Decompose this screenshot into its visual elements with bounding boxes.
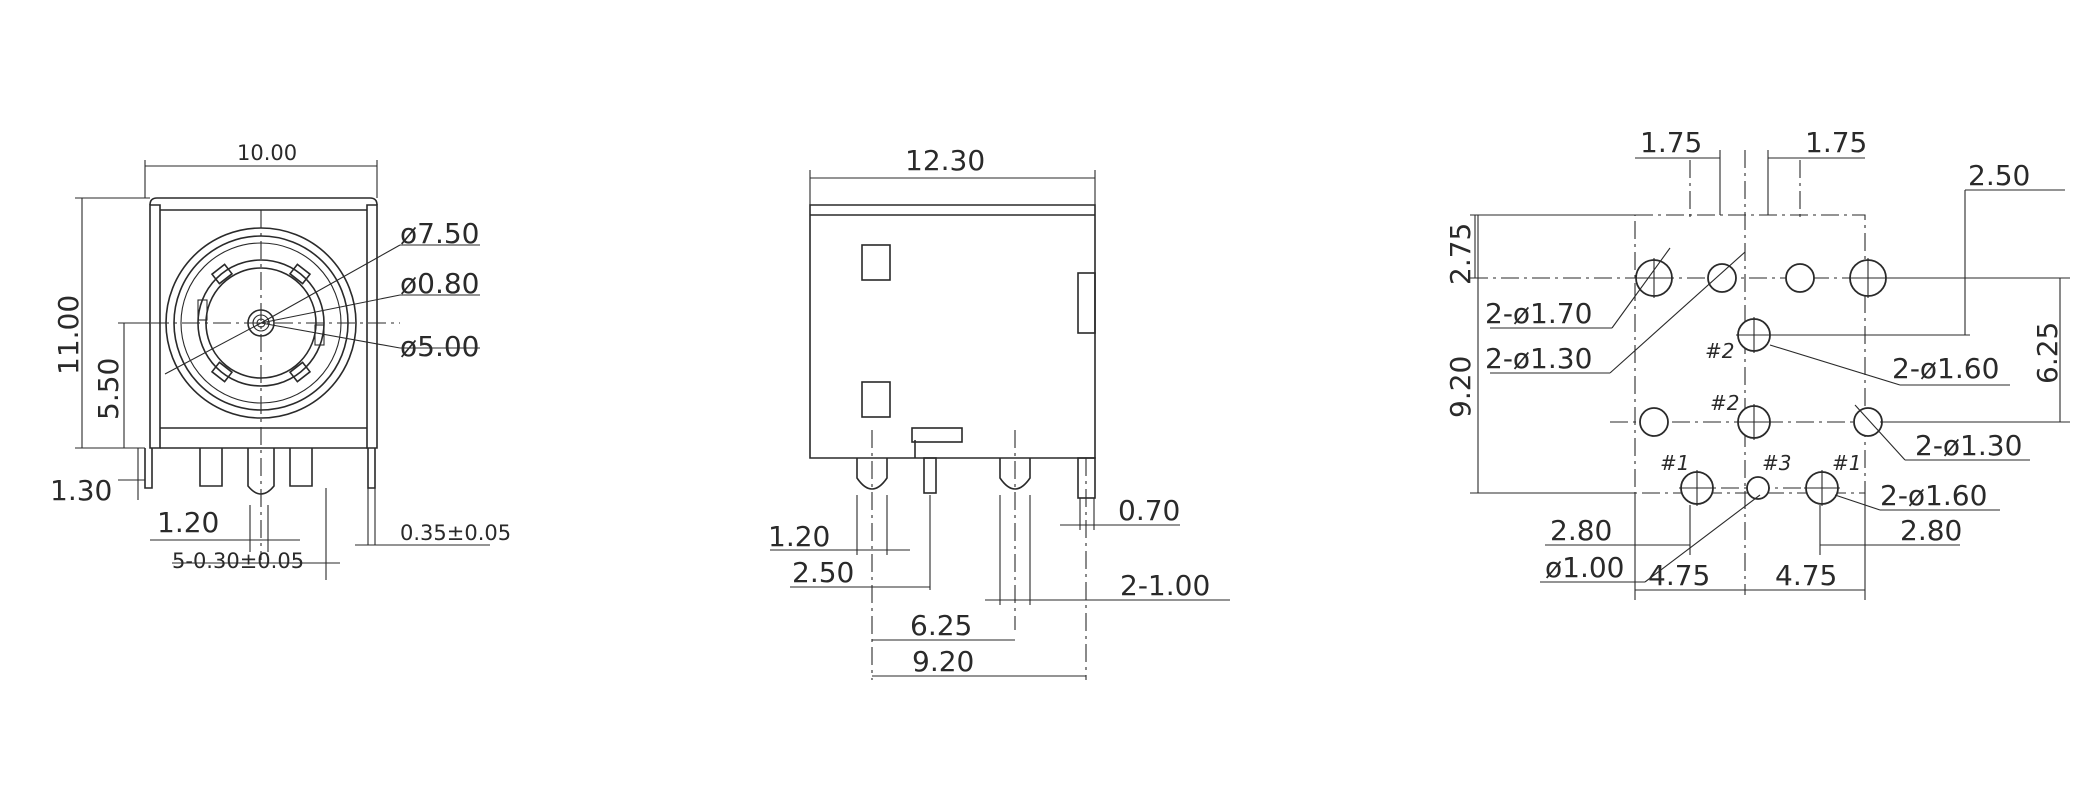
- front-pin-pitch-label: 1.20: [157, 506, 219, 539]
- side-view: 12.30 1.20 2.50 0.70 2-1.00 6.25 9.20: [768, 144, 1230, 680]
- front-pin-width-label: 5-0.30±0.05: [172, 549, 304, 573]
- side-pin-a-label: 1.20: [768, 520, 830, 553]
- fp-height-right-label: 6.25: [2031, 322, 2064, 384]
- fp-pin-2a-label: #2: [1705, 339, 1734, 363]
- side-pitch-a-label: 6.25: [910, 609, 972, 642]
- side-pin-b-label: 2.50: [792, 556, 854, 589]
- front-inner-diameter-label: ø5.00: [400, 330, 479, 363]
- front-height-label: 11.00: [52, 295, 85, 375]
- footprint-view: 1.75 1.75 2.50 2.75 9.20 6.25 2-ø1.70 2-…: [1444, 126, 2070, 600]
- front-pin-length-label: 1.30: [50, 474, 112, 507]
- fp-height-left-label: 9.20: [1444, 356, 1477, 418]
- front-outer-diameter-label: ø7.50: [400, 217, 479, 250]
- side-tab-width-label: 0.70: [1118, 494, 1180, 527]
- fp-spacing-right-label: 1.75: [1805, 126, 1867, 159]
- fp-pin-2b-label: #2: [1710, 391, 1739, 415]
- side-depth-label: 12.30: [905, 144, 985, 177]
- fp-bottom-left-pitch-label: 4.75: [1648, 559, 1710, 592]
- front-center-height-label: 5.50: [92, 358, 125, 420]
- fp-pin-1a-label: #1: [1660, 451, 1689, 475]
- front-width-label: 10.00: [237, 141, 297, 165]
- front-tab-thickness-label: 0.35±0.05: [400, 521, 511, 545]
- fp-pin-3-label: #3: [1762, 451, 1791, 475]
- front-pin-diameter-label: ø0.80: [400, 267, 479, 300]
- fp-spacing-left-label: 1.75: [1640, 126, 1702, 159]
- front-view: 10.00 11.00 5.50 1.30 1.20 5-0.30±0.05 0…: [50, 141, 511, 580]
- fp-pin-1b-label: #1: [1832, 451, 1861, 475]
- side-tab-pins-label: 2-1.00: [1120, 569, 1210, 602]
- fp-hole-d-label: 2-ø1.30: [1915, 429, 2022, 462]
- fp-hole-a-label: 2-ø1.70: [1485, 297, 1592, 330]
- side-pitch-b-label: 9.20: [912, 645, 974, 678]
- fp-offset-top-right-label: 2.50: [1968, 159, 2030, 192]
- fp-hole-e-label: 2-ø1.60: [1880, 479, 1987, 512]
- fp-bottom-right-pitch-label: 4.75: [1775, 559, 1837, 592]
- fp-hole-f-label: ø1.00: [1545, 551, 1624, 584]
- fp-hole-c-label: 2-ø1.60: [1892, 352, 1999, 385]
- fp-bottom-right-offset-label: 2.80: [1900, 514, 1962, 547]
- fp-offset-top-left-label: 2.75: [1444, 223, 1477, 285]
- fp-hole-b-label: 2-ø1.30: [1485, 342, 1592, 375]
- fp-bottom-left-offset-label: 2.80: [1550, 514, 1612, 547]
